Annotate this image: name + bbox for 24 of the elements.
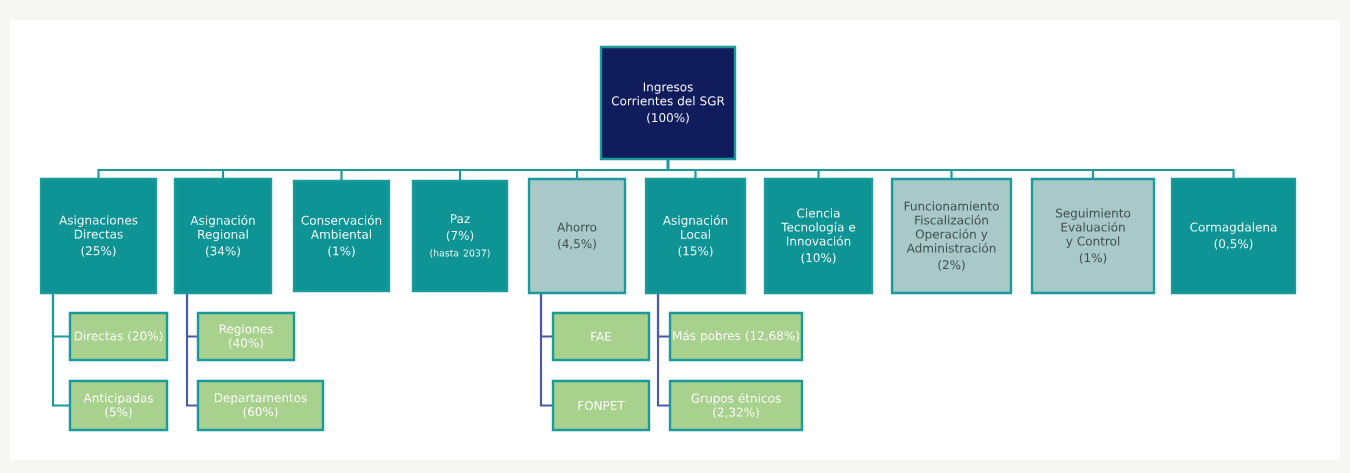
connector-line bbox=[539, 293, 553, 407]
category-box: Ciencia Tecnología e Innovación (10%) bbox=[763, 177, 874, 295]
subcategory-box: FAE bbox=[551, 311, 651, 362]
subcategory-box: Departamentos (60%) bbox=[196, 379, 325, 432]
subcategory-box: Regiones (40%) bbox=[196, 311, 296, 362]
category-box: Seguimiento Evaluación y Control (1%) bbox=[1030, 177, 1156, 295]
chart-root-box: Ingresos Corrientes del SGR (100%) bbox=[599, 45, 737, 161]
subcategory-box: Grupos étnicos (2,32%) bbox=[668, 379, 804, 432]
category-box: Conservación Ambiental (1%) bbox=[292, 179, 391, 293]
category-box: Asignaciones Directas (25%) bbox=[39, 177, 158, 295]
subcategory-box: Directas (20%) bbox=[68, 311, 169, 362]
connector-line bbox=[666, 159, 1235, 179]
category-box: Cormagdalena (0,5%) bbox=[1170, 177, 1297, 295]
connector-line bbox=[51, 293, 70, 407]
subcategory-box: FONPET bbox=[551, 379, 651, 432]
connector-line bbox=[185, 293, 198, 407]
subcategory-box: Anticipadas (5%) bbox=[68, 379, 169, 432]
category-box: Asignación Regional (34%) bbox=[173, 177, 273, 295]
category-box: Funcionamiento Fiscalización Operación y Administración (2%) bbox=[890, 177, 1013, 295]
connector-line bbox=[656, 293, 670, 407]
category-box: Paz (7%) (hasta 2037) bbox=[411, 179, 509, 293]
category-box: Ahorro (4,5%) bbox=[527, 177, 627, 295]
subcategory-box: Más pobres (12,68%) bbox=[668, 311, 804, 362]
category-box: Asignación Local (15%) bbox=[644, 177, 747, 295]
